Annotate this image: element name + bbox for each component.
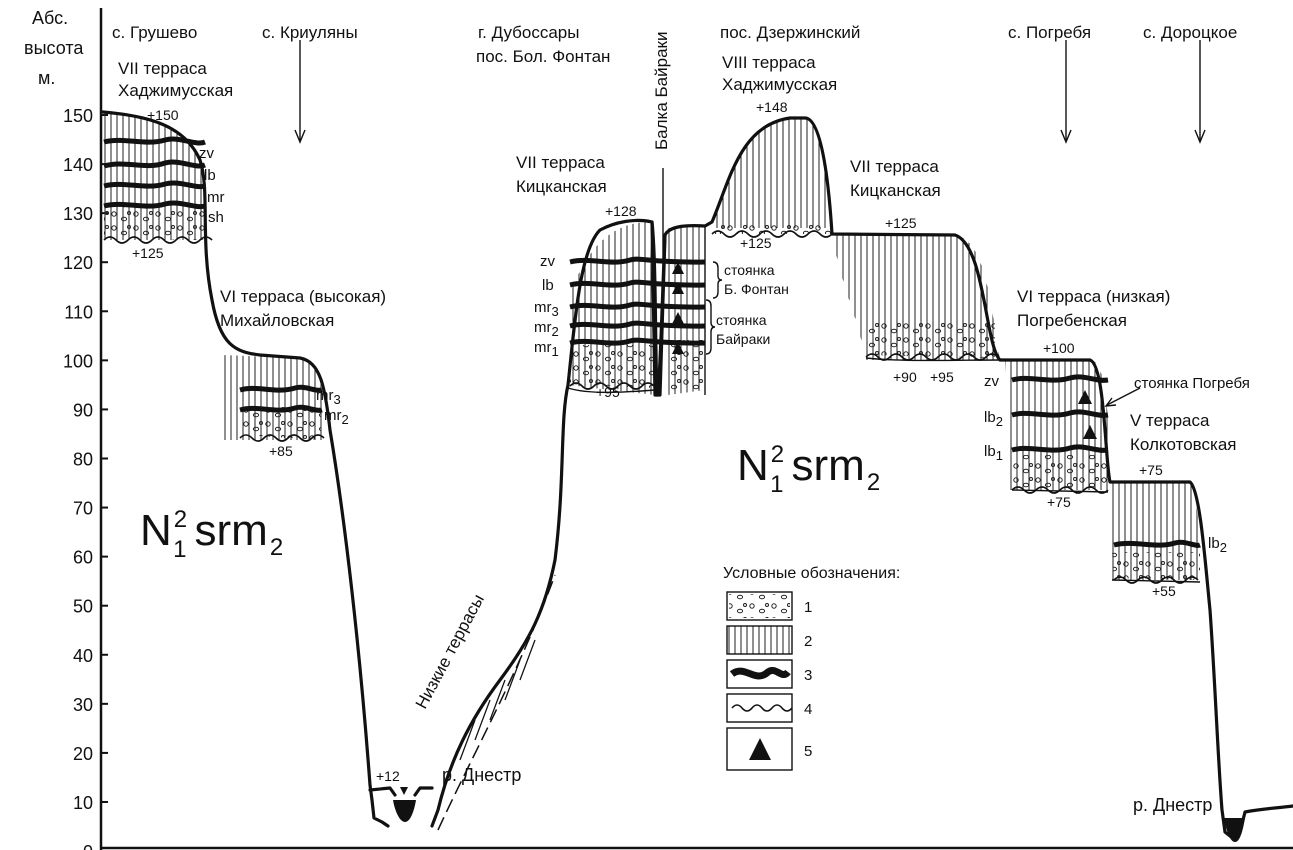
layer-lb2-a: lb2 — [984, 409, 1003, 429]
y-tick-label: 30 — [73, 695, 93, 715]
legend-item-5: 5 — [727, 728, 812, 770]
legend-item-1: 1 — [727, 592, 812, 620]
height-95-right: +95 — [930, 369, 954, 385]
height-125-mid: +125 — [740, 235, 772, 251]
legend-title: Условные обозначения: — [723, 565, 900, 582]
legend-key-2: 2 — [804, 633, 812, 650]
terrace-6-high-line2: Михайловская — [220, 311, 334, 330]
y-tick-label: 150 — [63, 106, 93, 126]
height-100: +100 — [1043, 340, 1075, 356]
y-tick-label: 60 — [73, 548, 93, 568]
terrace-6-high-line1: VI терраса (высокая) — [220, 287, 386, 306]
y-tick-label: 10 — [73, 793, 93, 813]
layer-mr1-b: mr1 — [534, 339, 559, 359]
y-tick-label: 100 — [63, 351, 93, 371]
label-grushevo: с. Грушево — [112, 23, 197, 42]
y-tick-label: 90 — [73, 400, 93, 420]
layer-lb-1: lb — [204, 167, 216, 184]
legend-item-2: 2 — [727, 626, 812, 654]
terrace-8-line2: Хаджимусская — [722, 75, 837, 94]
terrace-5-line1: V терраса — [1130, 411, 1210, 430]
layer-zv-1: zv — [199, 145, 215, 162]
terrace-6-low-line2: Погребенская — [1017, 311, 1127, 330]
legend: Условные обозначения: 1 2 3 4 5 — [723, 565, 900, 770]
axis-title-line-2: высота — [24, 38, 84, 58]
water-level-marker — [400, 787, 408, 795]
terrace-5-line2: Колкотовская — [1130, 435, 1236, 454]
river-water-left — [393, 800, 416, 822]
height-75-left: +75 — [1047, 494, 1071, 510]
terrace-7-kits-right-line1: VII терраса — [850, 157, 939, 176]
y-tick-label: 20 — [73, 744, 93, 764]
y-tick-label: 80 — [73, 449, 93, 469]
legend-key-5: 5 — [804, 743, 812, 760]
layer-lb1-a: lb1 — [984, 443, 1003, 463]
site-bf-line2: Б. Фонтан — [724, 281, 789, 297]
y-tick-label: 40 — [73, 646, 93, 666]
river-label-left: р. Днестр — [442, 765, 521, 785]
layer-lb-2: lb — [542, 277, 554, 294]
layer-zv-2: zv — [540, 253, 556, 270]
y-tick-label: 110 — [64, 302, 93, 322]
label-dorotskoe: с. Дороцкое — [1143, 23, 1237, 42]
site-pogrebya: стоянка Погребя — [1134, 375, 1250, 392]
river-label-right: р. Днестр — [1133, 795, 1212, 815]
height-85: +85 — [269, 443, 293, 459]
height-150: +150 — [147, 107, 179, 123]
axis-title-line-1: Абс. — [32, 8, 68, 28]
terrace-7-kits-right-line2: Кицканская — [850, 181, 941, 200]
height-148: +148 — [756, 99, 788, 115]
axis-title-line-3: м. — [38, 68, 55, 88]
height-125-left: +125 — [132, 245, 164, 261]
y-tick-label: 130 — [63, 204, 93, 224]
legend-item-4: 4 — [727, 694, 812, 722]
legend-key-1: 1 — [804, 599, 812, 616]
height-55: +55 — [1152, 583, 1176, 599]
y-tick-label: 70 — [73, 499, 93, 519]
site-bf-line1: стоянка — [724, 262, 775, 278]
site-bay-line1: стоянка — [716, 312, 767, 328]
layer-lb2-b: lb2 — [1208, 535, 1227, 555]
layer-mr2-b: mr2 — [534, 319, 559, 339]
y-tick-label: 140 — [63, 155, 93, 175]
terrace-6-low-line1: VI терраса (низкая) — [1017, 287, 1170, 306]
river-bank-left — [370, 788, 395, 795]
height-12: +12 — [376, 768, 400, 784]
low-terraces-label: Низкие террасы — [412, 591, 488, 712]
low-terrace-hatch — [460, 640, 535, 760]
height-75-right: +75 — [1139, 462, 1163, 478]
label-pogrebya: с. Погребя — [1008, 23, 1091, 42]
y-tick-label: 120 — [63, 253, 93, 273]
site-bay-line2: Байраки — [716, 331, 770, 347]
y-tick-label: 50 — [73, 597, 93, 617]
legend-key-3: 3 — [804, 667, 812, 684]
label-bol-fontan: пос. Бол. Фонтан — [476, 47, 610, 66]
layer-zv-3: zv — [984, 373, 1000, 390]
terrace-8-line1: VIII терраса — [722, 53, 816, 72]
label-dubossary: г. Дубоссары — [478, 23, 579, 42]
layer-mr3-b: mr3 — [534, 299, 559, 319]
label-kriulyany: с. Криуляны — [262, 23, 358, 42]
terrain-profile — [103, 112, 1293, 840]
height-90: +90 — [893, 369, 917, 385]
height-128: +128 — [605, 203, 637, 219]
layer-sh-1: sh — [208, 209, 224, 226]
river-bank-right — [415, 788, 432, 795]
terrace-7-kits-left-line1: VII терраса — [516, 153, 605, 172]
height-125-right: +125 — [885, 215, 917, 231]
legend-item-3: 3 — [727, 660, 812, 688]
label-dzerzhinsky: пос. Дзержинский — [720, 23, 860, 42]
layer-mr-1: mr — [207, 189, 225, 206]
height-95-left: +95 — [596, 384, 620, 400]
y-tick-label: 0 — [83, 842, 93, 850]
legend-key-4: 4 — [804, 701, 812, 718]
river-water-right — [1224, 818, 1245, 842]
label-balka-bayraki: Балка Байраки — [652, 32, 671, 150]
terrace-7-hadzh-line1: VII терраса — [118, 59, 207, 78]
terrace-7-kits-left-line2: Кицканская — [516, 177, 607, 196]
terrace-7-hadzh-line2: Хаджимусская — [118, 81, 233, 100]
